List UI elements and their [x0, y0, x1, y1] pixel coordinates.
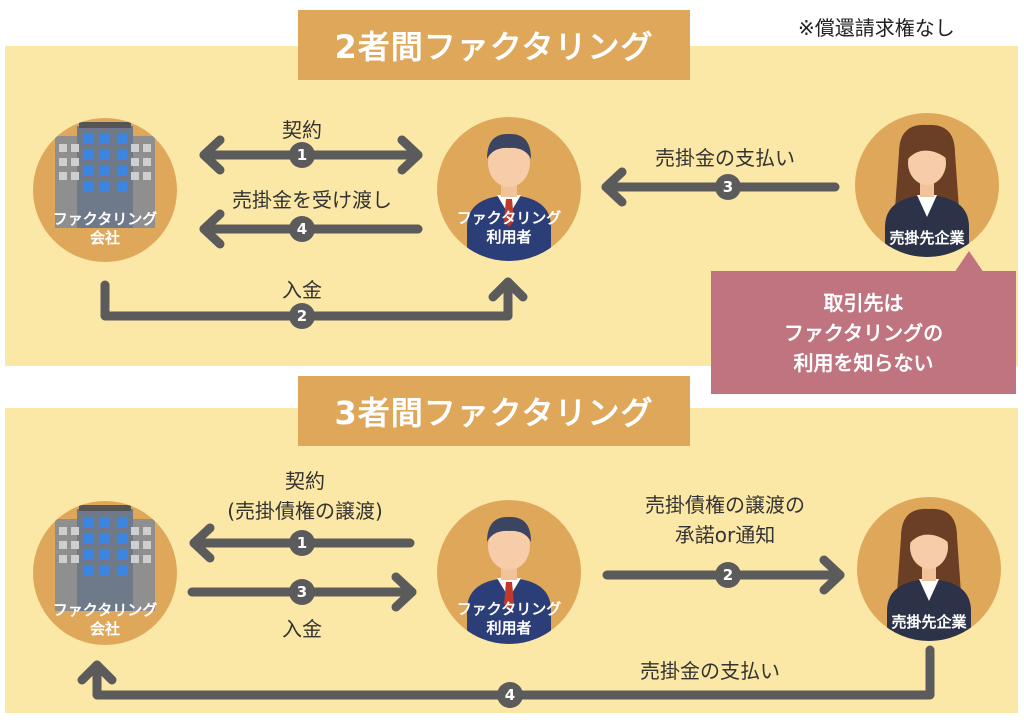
step-badge-deposit: 2 — [289, 303, 315, 329]
node-label-line2: 利用者 — [486, 228, 532, 246]
consent-label-line2: 承諾or通知 — [674, 523, 776, 547]
businesswoman-icon — [887, 508, 971, 641]
callout-line3: 利用を知らない — [793, 350, 934, 375]
node-label: ファクタリング 利用者 — [437, 209, 581, 247]
factoring-company-node: ファクタリング 会社 — [33, 118, 177, 262]
step-badge-deposit: 3 — [289, 579, 315, 605]
node-label: 売掛先企業 — [891, 613, 967, 631]
debtor-company-node: 売掛先企業 — [857, 497, 1001, 641]
node-label-line2: 会社 — [89, 229, 120, 247]
node-label-line1: ファクタリング — [52, 601, 158, 619]
deposit-label: 入金 — [282, 617, 322, 641]
businessman-icon — [467, 133, 551, 261]
node-label-line2: 利用者 — [486, 619, 532, 637]
node-label-line1: ファクタリング — [456, 209, 562, 227]
deposit-label: 入金 — [282, 278, 322, 302]
step-badge-handover: 4 — [289, 216, 315, 242]
node-label-line2: 会社 — [89, 620, 120, 638]
node-label: ファクタリング 会社 — [33, 601, 177, 639]
node-label-line1: ファクタリング — [456, 600, 562, 618]
factoring-user-node: ファクタリング 利用者 — [437, 500, 581, 644]
step-badge-contract: 1 — [289, 530, 315, 556]
callout-unaware-note: 取引先は ファクタリングの 利用を知らない — [711, 271, 1016, 394]
contract-label-line1: 契約 — [285, 469, 325, 493]
debtor-company-node: 売掛先企業 — [855, 113, 999, 257]
contract-label: 契約 — [282, 118, 322, 142]
businessman-icon — [467, 516, 551, 644]
businesswoman-icon — [885, 124, 969, 257]
contract-label: 契約 (売掛債権の譲渡) — [200, 466, 410, 526]
callout-line2: ファクタリングの — [783, 320, 944, 345]
node-label: ファクタリング 会社 — [33, 210, 177, 248]
node-label: 売掛先企業 — [889, 229, 965, 247]
node-label: ファクタリング 利用者 — [437, 600, 581, 638]
step-badge-payment: 4 — [497, 682, 523, 708]
consent-label-line1: 売掛債権の譲渡の — [645, 493, 805, 517]
node-label-line1: ファクタリング — [52, 210, 158, 228]
step-badge-consent: 2 — [715, 562, 741, 588]
consent-label: 売掛債権の譲渡の 承諾or通知 — [620, 490, 830, 550]
payment-label: 売掛金の支払い — [640, 659, 780, 683]
payment-label: 売掛金の支払い — [655, 146, 795, 170]
two-party-title: 2者間ファクタリング — [298, 10, 690, 80]
factoring-company-node: ファクタリング 会社 — [33, 501, 177, 645]
callout-pointer — [954, 251, 984, 273]
callout-line1: 取引先は — [823, 290, 904, 315]
step-badge-payment: 3 — [715, 174, 741, 200]
three-party-title: 3者間ファクタリング — [298, 376, 690, 446]
no-recourse-note: ※償還請求権なし — [798, 16, 955, 40]
factoring-user-node: ファクタリング 利用者 — [437, 117, 581, 261]
contract-label-line2: (売掛債権の譲渡) — [227, 499, 383, 523]
office-building-icon — [55, 505, 155, 611]
step-badge-contract: 1 — [289, 142, 315, 168]
handover-label: 売掛金を受け渡し — [232, 188, 392, 212]
office-building-icon — [55, 122, 155, 228]
